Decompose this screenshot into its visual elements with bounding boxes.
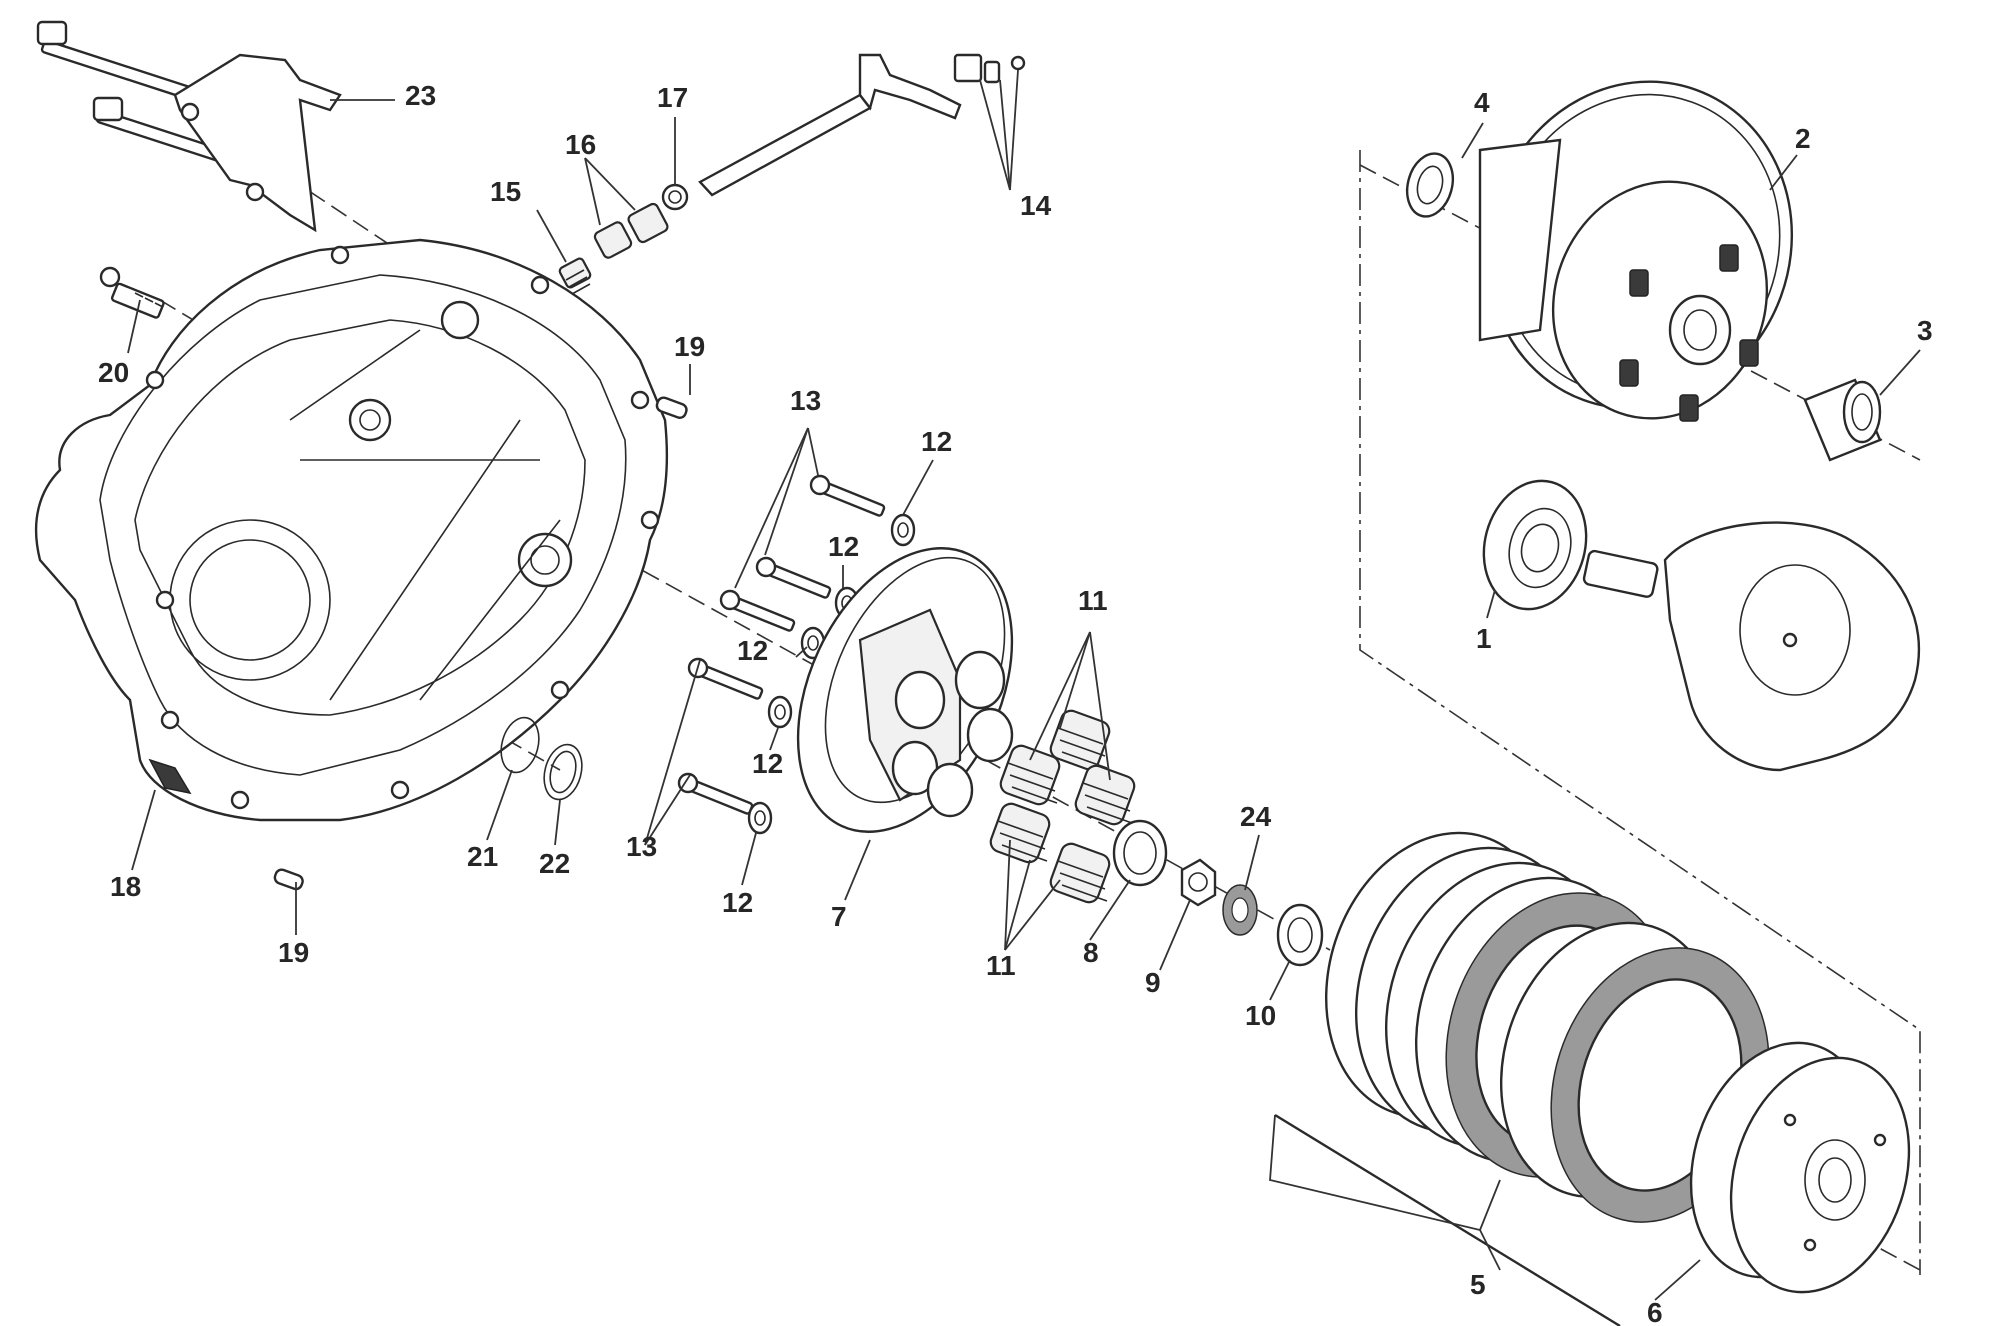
- callout-7: 7: [831, 901, 847, 932]
- callout-4: 4: [1474, 87, 1490, 118]
- release-shaft-assembly: [558, 53, 1026, 295]
- washer-4: [1405, 152, 1455, 218]
- lock-washer-24: [1222, 884, 1258, 936]
- bearing-8: [1112, 819, 1168, 887]
- callout-19-bottom: 19: [278, 937, 309, 968]
- callout-8: 8: [1083, 937, 1099, 968]
- callout-24: 24: [1240, 801, 1272, 832]
- callout-14: 14: [1020, 190, 1052, 221]
- callout-12-a: 12: [921, 426, 952, 457]
- callout-6: 6: [1647, 1297, 1663, 1326]
- callout-12-d: 12: [752, 748, 783, 779]
- callout-11-bottom: 11: [986, 950, 1016, 981]
- thrust-washer-10: [1276, 903, 1324, 967]
- callout-19-top: 19: [674, 331, 705, 362]
- clutch-basket-2: [1478, 80, 1794, 422]
- circlip-21: [500, 716, 540, 774]
- callout-12-e: 12: [722, 887, 753, 918]
- clutch-plate-pack-5: [1274, 831, 1770, 1326]
- crankshaft: [1582, 521, 1920, 772]
- dowel-pin-19-top: [655, 396, 688, 419]
- callout-12-b: 12: [828, 531, 859, 562]
- callout-20: 20: [98, 357, 129, 388]
- circlip-22: [543, 743, 583, 801]
- breather-fitting-20: [99, 266, 165, 319]
- nut-9: [1180, 858, 1217, 907]
- callout-12-c: 12: [737, 635, 768, 666]
- callout-3: 3: [1917, 315, 1933, 346]
- callout-1: 1: [1476, 623, 1492, 654]
- callout-13-bottom: 13: [626, 831, 657, 862]
- pressure-plate-7: [796, 547, 1014, 833]
- bracket-23-assembly: [36, 20, 342, 233]
- callout-22: 22: [539, 848, 570, 879]
- clutch-hub-6: [1689, 1041, 1911, 1294]
- dowel-pin-19-bottom: [273, 868, 304, 891]
- callout-2: 2: [1795, 123, 1811, 154]
- bushing-3: [1803, 378, 1882, 462]
- primary-gear-1: [1482, 479, 1588, 611]
- leader-lines: [127, 69, 1921, 1301]
- callout-11-top: 11: [1078, 585, 1108, 616]
- callout-10: 10: [1245, 1000, 1276, 1031]
- clutch-cover-18: [34, 238, 669, 822]
- callout-13-top: 13: [790, 385, 821, 416]
- callout-17: 17: [657, 82, 688, 113]
- bolts-13: [677, 474, 886, 815]
- callout-15: 15: [490, 176, 521, 207]
- callout-9: 9: [1145, 967, 1161, 998]
- callout-labels: 1 2 3 4 5 6 7 8 9 10 11 11 12 12 12 12 1…: [98, 80, 1933, 1326]
- hub-group-bracket: [1359, 150, 1921, 1275]
- springs-11: [989, 709, 1136, 904]
- callout-21: 21: [467, 841, 498, 872]
- callout-18: 18: [110, 871, 141, 902]
- callout-16: 16: [565, 129, 596, 160]
- callout-23: 23: [405, 80, 436, 111]
- callout-5: 5: [1470, 1269, 1486, 1300]
